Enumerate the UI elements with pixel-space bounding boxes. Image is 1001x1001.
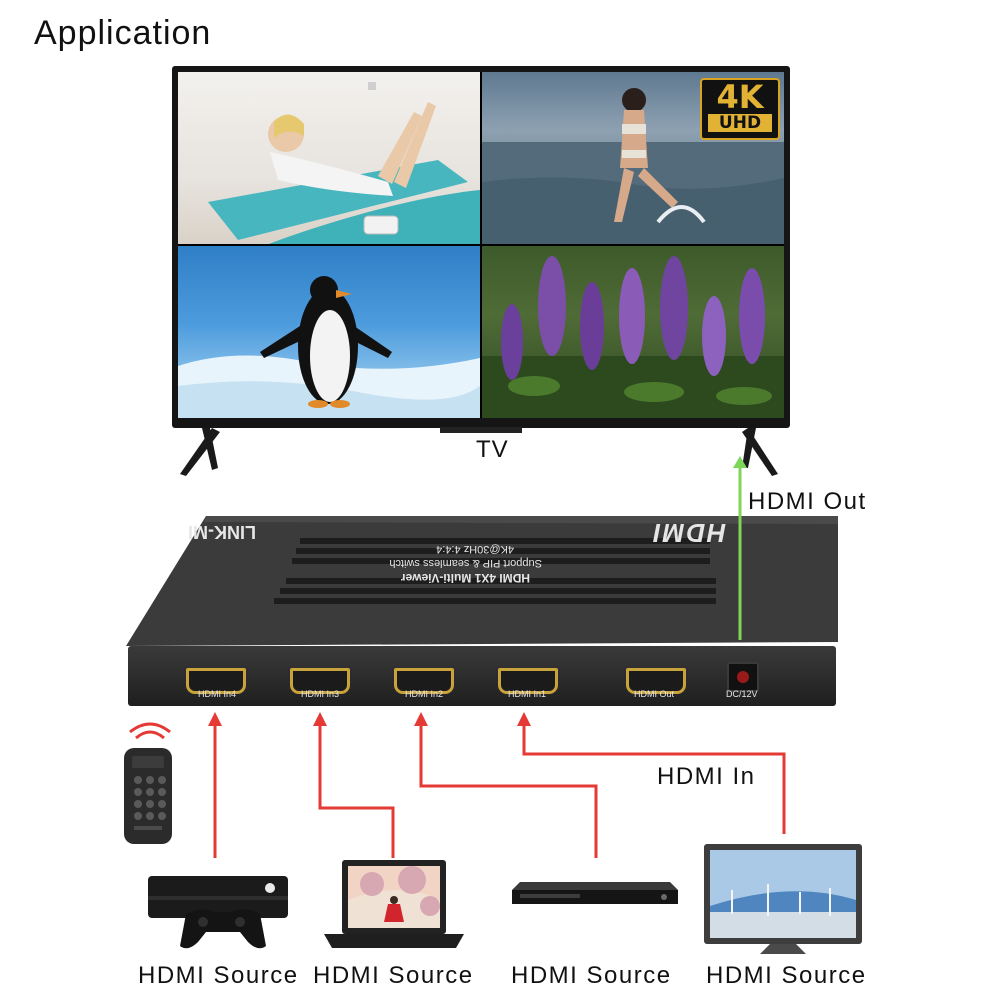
source-label-4: HDMI Source: [706, 962, 867, 989]
in2-arrowhead: [414, 712, 428, 726]
dvd-player-icon: [512, 882, 678, 904]
device-line1: HDMI 4X1 Multi-Viewer: [401, 571, 530, 585]
device-line2: Support PIP & seamless switch: [389, 557, 542, 569]
in4-arrowhead: [208, 712, 222, 726]
hdmi-in1-label: HDMI In1: [508, 689, 547, 699]
hdmi-in4-label: HDMI In4: [198, 689, 237, 699]
in3-arrowhead: [313, 712, 327, 726]
hdmi-in-caption: HDMI In: [657, 763, 756, 790]
hdmi-out-arrowhead: [733, 456, 747, 468]
hdmi-in2-label: HDMI In2: [405, 689, 444, 699]
game-console-icon: [148, 876, 288, 949]
hdmi-out-port[interactable]: [626, 668, 686, 694]
hdmi-in4-port[interactable]: [186, 668, 246, 694]
badge-4k-text: 4K: [716, 78, 764, 116]
hdmi-logo: HDMI: [652, 518, 726, 548]
hdmi-in2-port[interactable]: [394, 668, 454, 694]
hdmi-in3-port[interactable]: [290, 668, 350, 694]
hdmi-in3-label: HDMI In3: [301, 689, 340, 699]
page-title: Application: [34, 14, 212, 52]
in2-arrow-line: [419, 724, 598, 858]
device-line3: 4K@30Hz 4:4:4: [436, 543, 514, 555]
dc-power-jack[interactable]: [727, 662, 759, 692]
hdmi-out-label: HDMI Out: [634, 689, 675, 699]
lupine-flowers-image: [482, 246, 784, 418]
badge-uhd-text: UHD: [708, 114, 772, 132]
beach-scene-image: 4K UHD: [482, 72, 784, 244]
vent-grid: [274, 538, 716, 604]
device-front-panel: [128, 646, 836, 706]
source-label-2: HDMI Source: [313, 962, 474, 989]
hdmi-in1-port[interactable]: [498, 668, 558, 694]
multiviewer-device: [126, 516, 838, 656]
tv-stand-base: [440, 427, 522, 433]
tv-screen: 4K UHD: [178, 72, 784, 418]
4k-uhd-badge: 4K UHD: [700, 78, 780, 140]
device-brand: LINK-MI: [188, 522, 256, 542]
hdmi-out-caption: HDMI Out: [748, 488, 867, 515]
monitor-icon: [704, 844, 862, 954]
tv-label: TV: [476, 436, 509, 463]
laptop-icon: [324, 860, 464, 948]
yoga-scene-image: [178, 72, 480, 244]
penguin-scene-image: [178, 246, 480, 418]
power-label: DC/12V: [726, 689, 758, 699]
in1-arrow-line: [522, 724, 786, 834]
source-label-1: HDMI Source: [138, 962, 299, 989]
in1-arrowhead: [517, 712, 531, 726]
in3-arrow-line: [318, 724, 395, 858]
source-label-3: HDMI Source: [511, 962, 672, 989]
